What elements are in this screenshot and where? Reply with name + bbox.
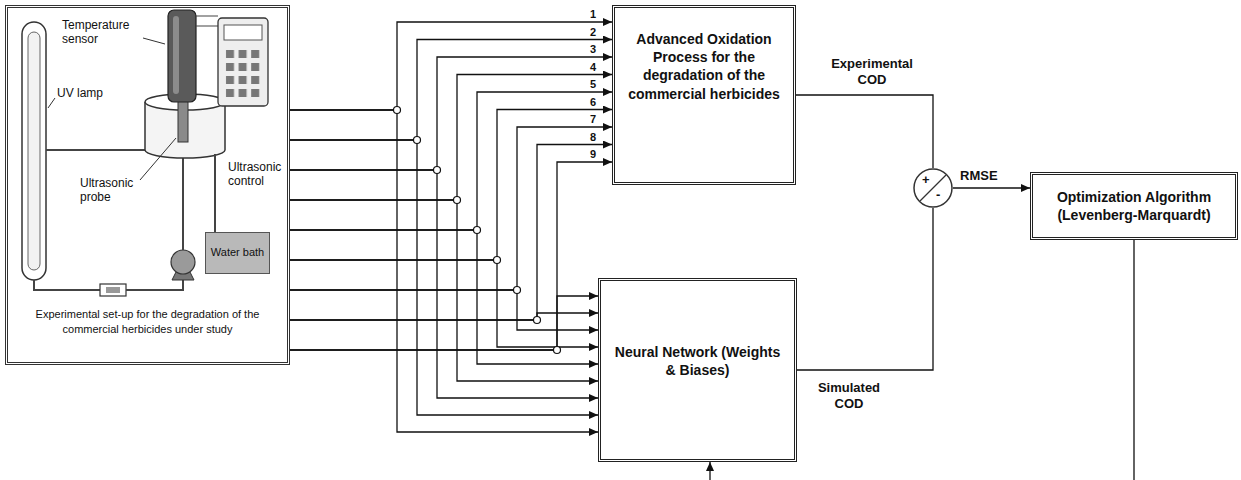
connector [290, 40, 612, 141]
connector [290, 313, 598, 320]
connector [290, 127, 612, 290]
junction-dot [454, 197, 461, 204]
network-box: Neural Network (Weights & Biases) [598, 278, 797, 462]
connector [796, 95, 933, 168]
node-text: Advanced Oxidation Process for the degra… [627, 30, 781, 103]
optimizer-box: Optimization Algorithm (Levenberg-Marqua… [1030, 172, 1238, 240]
ultrasonic-control [218, 18, 268, 106]
node-text: Optimization Algorithm (Levenberg-Marqua… [1041, 188, 1227, 224]
uv-lamp [22, 22, 46, 280]
junction-dot [554, 347, 561, 354]
connector [953, 187, 1030, 188]
junction-dot [394, 107, 401, 114]
junction-outline [913, 168, 953, 208]
connector [290, 110, 598, 432]
connector [290, 290, 598, 330]
connector [290, 170, 598, 398]
connector [290, 200, 598, 381]
junction-circle [914, 169, 952, 207]
connector [290, 110, 612, 261]
part-label: Temperature sensor [62, 18, 142, 47]
control-cable [196, 16, 218, 26]
control-display [224, 25, 262, 40]
signal-label: Experimental COD [818, 56, 926, 88]
process-box: Advanced Oxidation Process for the degra… [612, 5, 796, 185]
leader-line [140, 138, 176, 180]
junction-dot [534, 317, 541, 324]
connector [290, 140, 598, 415]
input-number: 5 [582, 78, 596, 91]
connector [290, 230, 598, 364]
node-text: Neural Network (Weights & Biases) [613, 343, 782, 379]
summing-junction: +- [913, 168, 953, 208]
sign-text: + [922, 173, 932, 186]
tube [182, 158, 184, 250]
flowmeter [100, 284, 126, 296]
tube [214, 154, 216, 232]
flowmeter-window [106, 287, 120, 293]
connector [290, 145, 612, 321]
signal-label: RMSE [958, 168, 1000, 184]
junction-dot [414, 137, 421, 144]
input-number: 9 [582, 148, 596, 161]
node-text: Experimental set-up for the degradation … [35, 307, 260, 336]
input-number: 4 [582, 61, 596, 74]
part-label: Ultrasonic control [228, 160, 288, 189]
input-number: 6 [582, 96, 596, 109]
tube [46, 149, 145, 151]
part-label: UV lamp [57, 86, 103, 100]
water-bath: Water bath [205, 232, 270, 274]
leader-line [48, 98, 55, 108]
signal-label: Simulated COD [802, 380, 896, 412]
connector [290, 22, 612, 110]
control-keypad [224, 48, 262, 100]
ultrasonic-probe [178, 96, 188, 142]
junction-dot [514, 287, 521, 294]
temperature-sensor [168, 10, 196, 102]
junction-dot [474, 227, 481, 234]
pump [171, 250, 195, 274]
sign-text: - [936, 188, 946, 201]
leader-line [143, 38, 165, 44]
input-number: 1 [582, 8, 596, 21]
input-number: 8 [582, 131, 596, 144]
connector [290, 260, 598, 347]
input-number: 2 [582, 26, 596, 39]
tube [34, 280, 100, 290]
part-label: Ultrasonic probe [80, 176, 142, 205]
connector [290, 162, 612, 350]
connector [290, 92, 612, 230]
input-number: 7 [582, 113, 596, 126]
junction-dot [434, 167, 441, 174]
input-number: 3 [582, 43, 596, 56]
uv-lamp-core [28, 32, 40, 270]
connector [290, 296, 598, 350]
connector [290, 75, 612, 201]
node-text: Water bath [211, 246, 264, 259]
sensor-highlight [173, 16, 179, 94]
connector [797, 208, 933, 370]
junction-dot [494, 257, 501, 264]
